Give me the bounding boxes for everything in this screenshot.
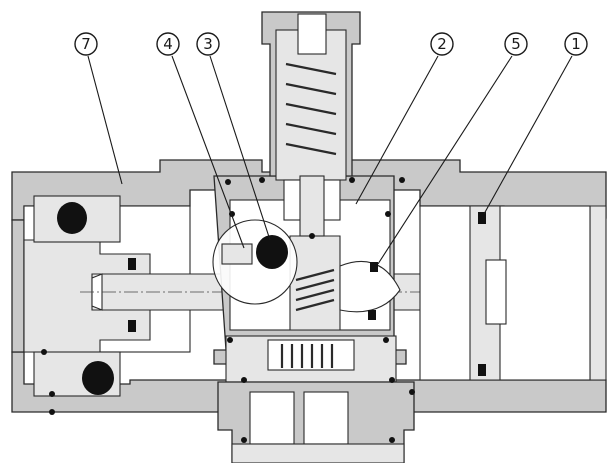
valve-block [212,175,407,365]
callout-3-label: 3 [203,35,213,53]
callout-5-label: 5 [511,35,521,53]
bottom-port-block [217,381,415,463]
callout-4-circle [156,32,180,56]
right-chamber [419,205,591,381]
regulator-housing [261,11,361,237]
seals [41,177,486,443]
callout-1-circle [564,32,588,56]
callout-5-circle [504,32,528,56]
callout-2-label: 2 [437,35,447,53]
callout-1-label: 1 [571,35,581,53]
spool-section [225,335,397,383]
callout-7-label: 7 [81,35,91,53]
callout-2-circle [430,32,454,56]
callout-3-circle [196,32,220,56]
callouts: 7 4 3 2 5 1 [74,32,588,265]
callout-4-label: 4 [163,35,173,53]
callout-7-circle [74,32,98,56]
